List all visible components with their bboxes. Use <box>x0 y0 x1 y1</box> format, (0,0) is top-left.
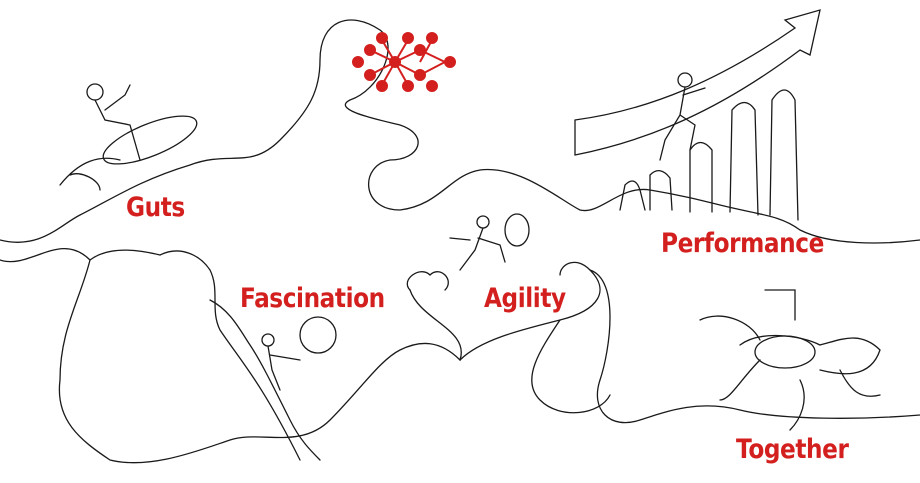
red-molecule-logo <box>352 32 456 92</box>
continuous-line <box>0 19 920 244</box>
label-together: Together <box>736 434 849 465</box>
label-agility: Agility <box>484 283 566 314</box>
label-guts: Guts <box>126 192 185 223</box>
label-performance: Performance <box>661 228 824 259</box>
label-fascination: Fascination <box>240 283 385 314</box>
